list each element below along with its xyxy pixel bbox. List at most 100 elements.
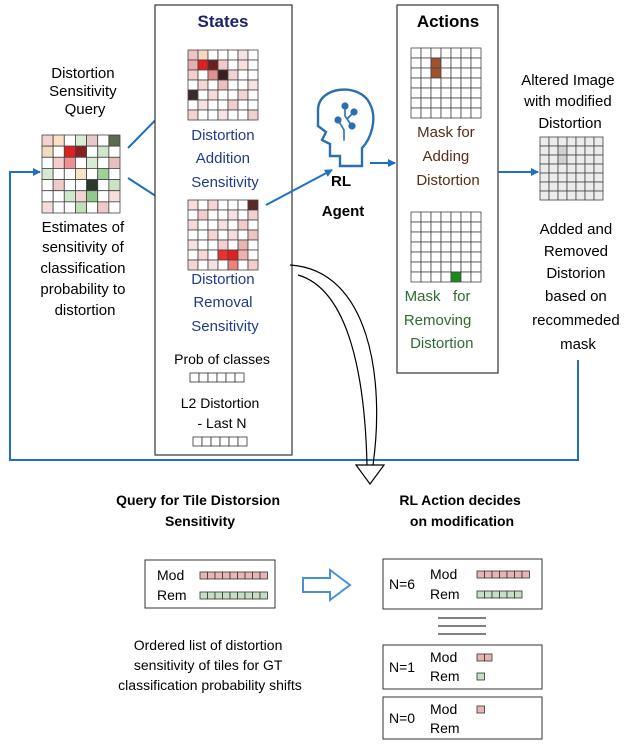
remove-mask-cell — [460, 221, 472, 233]
remove-mask-cell — [450, 211, 462, 223]
addition-grid-cell — [207, 59, 219, 71]
query-grid-cell — [63, 156, 76, 169]
query-mod-cell — [214, 571, 223, 580]
removal-grid-cell — [227, 259, 239, 271]
step-rem-cell — [491, 590, 500, 599]
step-mod-cell — [514, 570, 523, 579]
remove-mask-cell — [440, 211, 452, 223]
add-mask-cell — [450, 97, 462, 109]
addition-grid-cell — [187, 99, 199, 111]
addition-grid-cell — [237, 59, 249, 71]
altered-cell — [548, 136, 559, 147]
l2-distortion-cell — [237, 436, 248, 447]
remove-mask-cell — [420, 251, 432, 263]
hollow-arrow-head — [354, 464, 386, 486]
removal-grid-cell — [197, 209, 209, 221]
query-grid-cell — [108, 190, 121, 203]
altered-cell — [548, 145, 559, 156]
addition-grid-cell — [237, 89, 249, 101]
removal-grid-cell — [237, 219, 249, 231]
add-mask-cell — [470, 67, 482, 79]
query-rem-cell — [244, 591, 253, 600]
removal-grid-cell — [187, 199, 199, 211]
step-rem-cell — [476, 590, 485, 599]
add-mask-cell — [440, 77, 452, 89]
addition-grid-cell — [207, 89, 219, 101]
l2-distortion-cell — [228, 436, 239, 447]
states-to-agent-arrow — [265, 169, 333, 206]
query-tile-title: Query for Tile Distorsion Sensitivity — [116, 492, 284, 529]
query-grid-cell — [97, 156, 110, 169]
removal-grid-cell — [187, 249, 199, 261]
removal-grid-cell — [237, 259, 249, 271]
add-mask-cell — [420, 67, 432, 79]
altered-cell — [539, 163, 550, 174]
query-mod-cell — [237, 571, 246, 580]
remove-mask-cell — [440, 241, 452, 253]
query-grid-cell — [75, 134, 87, 147]
l2-distortion-label: L2 Distortion - Last N — [181, 395, 263, 431]
addition-grid-cell — [207, 79, 219, 91]
altered-cell — [566, 163, 577, 174]
addition-grid-cell — [227, 109, 239, 121]
altered-cell — [557, 190, 568, 201]
altered-cell — [593, 172, 604, 183]
addition-grid-cell — [247, 59, 259, 71]
removal-grid-cell — [217, 199, 229, 211]
removal-grid-cell — [207, 239, 219, 251]
altered-cell — [566, 181, 577, 192]
add-mask-cell — [420, 57, 432, 69]
step-mod-cell — [499, 570, 508, 579]
removal-grid-cell — [227, 199, 239, 211]
add-mask-cell — [440, 87, 452, 99]
step-mod-cell — [506, 570, 515, 579]
query-rem-cell — [252, 591, 261, 600]
step-rem-label: Rem — [430, 586, 460, 602]
addition-grid-cell — [227, 49, 239, 61]
query-rem-label: Rem — [157, 587, 187, 603]
altered-cell — [539, 136, 550, 147]
query-grid-cell — [75, 179, 87, 192]
remove-mask-cell — [420, 241, 432, 253]
addition-grid-cell — [227, 69, 239, 81]
add-mask-cell — [470, 47, 482, 59]
add-mask-cell — [470, 57, 482, 69]
altered-cell — [575, 190, 586, 201]
altered-cell — [548, 181, 559, 192]
prob-class-cell — [207, 372, 218, 383]
removal-grid-cell — [217, 239, 229, 251]
query-grid-cell — [75, 201, 87, 214]
altered-cell — [557, 172, 568, 183]
removal-grid-cell — [217, 229, 229, 241]
remove-mask-cell — [460, 251, 472, 263]
addition-grid-cell — [197, 79, 209, 91]
add-mask-cell — [410, 47, 422, 59]
remove-mask-cell — [470, 231, 482, 243]
addition-grid-cell — [237, 49, 249, 61]
remove-mask-cell — [450, 261, 462, 273]
altered-cell — [566, 190, 577, 201]
altered-cell — [557, 181, 568, 192]
query-grid-cell — [63, 168, 76, 180]
add-mask-cell — [420, 97, 432, 109]
altered-cell — [539, 190, 550, 201]
addition-grid-cell — [187, 69, 199, 81]
altered-cell — [584, 190, 595, 201]
addition-grid-cell — [217, 79, 229, 91]
removal-grid-cell — [247, 239, 259, 251]
remove-mask-cell — [450, 241, 462, 253]
remove-mask-cell — [450, 251, 462, 263]
query-grid-cell — [41, 145, 54, 158]
add-mask-cell — [450, 107, 462, 119]
altered-cell — [548, 154, 559, 165]
addition-grid-cell — [197, 49, 209, 61]
query-grid-cell — [41, 156, 54, 169]
removal-grid-cell — [197, 199, 209, 211]
step-mod-cell — [476, 570, 485, 579]
add-mask-cell — [450, 57, 462, 69]
removal-grid-cell — [247, 249, 259, 261]
removal-grid-cell — [217, 249, 229, 261]
query-grid-cell — [63, 179, 76, 192]
